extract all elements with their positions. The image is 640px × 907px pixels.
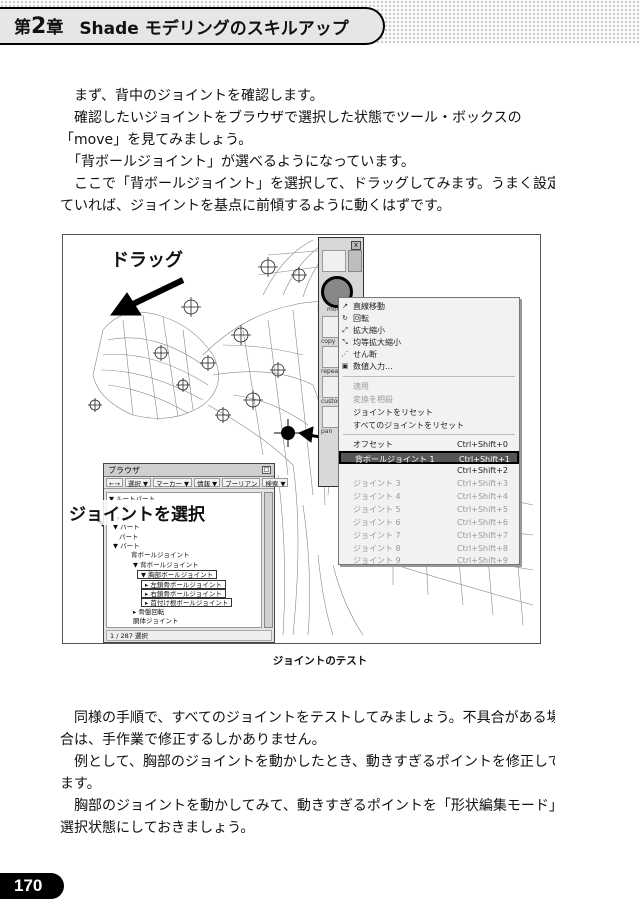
tree-row[interactable]: ▼ 胸部ボールジョイント (137, 570, 218, 580)
text-line: 「背ボールジョイント」が選べるようになっています。 (67, 154, 415, 170)
browser-toolbar: ←→ 選択 ▼ マーカー ▼ 情報 ▼ ブーリアン 検索 ▼ (104, 477, 289, 489)
nav-arrows-button[interactable]: ←→ (106, 478, 123, 488)
text-line: 合は、手作業で修正するしかありません。 (60, 732, 326, 748)
menu-item-joint-2[interactable]: Ctrl+Shift+2 (457, 466, 508, 475)
boolean-button[interactable]: ブーリアン (222, 478, 261, 488)
text-line: 「move」を見てみましょう。 (60, 132, 253, 148)
tree-row[interactable]: 背ボールジョイント (131, 551, 190, 560)
numeric-input-icon: ▣ (341, 362, 349, 370)
menu-item-cancel-transform[interactable]: 変換を相殺 (353, 395, 393, 404)
tree-row[interactable]: 胴体ジョイント (133, 617, 179, 626)
outro-paragraph-1: 同様の手順で、すべてのジョイントをテストしてみましょう。不具合がある場 合は、手… (60, 707, 555, 751)
menu-separator (343, 376, 515, 377)
browser-status: 1 / 287 選択 (106, 630, 272, 641)
custom-label: custom (321, 398, 344, 405)
menu-separator (343, 434, 515, 435)
tool-side (348, 250, 362, 272)
select-menu-button[interactable]: 選択 ▼ (124, 478, 151, 488)
select-joint-callout: ジョイントを選択 (67, 500, 207, 525)
figure-caption: ジョイントのテスト (272, 655, 368, 667)
tool-cell[interactable] (322, 250, 346, 272)
uniform-scale-icon: ⤡ (342, 338, 348, 346)
tree-row[interactable]: ▼ パート (113, 542, 140, 550)
menu-item-translate[interactable]: ↗直線移動 (342, 302, 385, 311)
browser-title: ブラウザ (108, 466, 140, 475)
text-line: ていれば、ジョイントを基点に前傾するように動くはずです。 (60, 198, 451, 214)
text-line: まず、背中のジョイントを確認します。 (74, 88, 324, 104)
move-context-menu[interactable]: ↗直線移動 ↻回転 ⤢拡大縮小 ⤡均等拡大縮小 ⋰せん断 ▣数値入力... 適用… (338, 297, 520, 565)
translate-icon: ↗ (342, 302, 348, 310)
tree-row[interactable]: ▸ 左鎖骨ボールジョイント (141, 579, 226, 589)
move-label: move (327, 306, 344, 313)
browser-window[interactable]: ブラウザ □ ←→ 選択 ▼ マーカー ▼ 情報 ▼ ブーリアン 検索 ▼ ▼ … (103, 463, 289, 643)
tree-row[interactable]: ▼ パート (113, 523, 140, 532)
marker-menu-button[interactable]: マーカー ▼ (152, 478, 193, 488)
shear-icon: ⋰ (341, 350, 349, 358)
intro-paragraph-1: まず、背中のジョイントを確認します。 (60, 85, 555, 107)
text-line: ます。 (60, 776, 101, 792)
menu-item-apply[interactable]: 適用 (353, 382, 369, 391)
intro-paragraph-3: 「背ボールジョイント」が選べるようになっています。 (60, 151, 555, 173)
menu-item-reset-all-joints[interactable]: すべてのジョイントをリセット (353, 421, 465, 430)
menu-item-numeric-input[interactable]: ▣数値入力... (341, 362, 393, 371)
menu-item-uniform-scale[interactable]: ⤡均等拡大縮小 (342, 338, 401, 347)
copy-label: copy (321, 338, 336, 345)
tree-row[interactable]: ▸ 骨盤回転 (133, 607, 165, 616)
chapter-title: Shade モデリングのスキルアップ (79, 18, 349, 39)
outro-paragraph-3: 胸部のジョイントを動かしてみて、動きすぎるポイントを「形状編集モード」で 選択状… (60, 795, 555, 839)
info-menu-button[interactable]: 情報 ▼ (194, 478, 221, 488)
close-icon[interactable]: x (351, 241, 361, 250)
tree-row[interactable]: ▼ ルートパート (109, 495, 156, 503)
text-line: 例として、胸部のジョイントを動かしたとき、動きすぎるポイントを修正してみ (74, 754, 555, 770)
tree-row[interactable]: パート (119, 532, 139, 541)
chapter-label: 第2章 (14, 14, 64, 39)
chapter-header: 第2章 Shade モデリングのスキルアップ (0, 7, 385, 45)
scale-icon: ⤢ (342, 326, 348, 334)
text-line: 確認したいジョイントをブラウザで選択した状態でツール・ボックスの (74, 110, 522, 126)
tree-row[interactable]: ▸ 首付け根ボールジョイント (141, 598, 233, 608)
repeat-label: repeat (321, 368, 341, 375)
rotate-icon: ↻ (342, 314, 348, 322)
drag-callout: ドラッグ (111, 250, 183, 271)
text-line: 選択状態にしておきましょう。 (60, 820, 255, 836)
search-menu-button[interactable]: 検索 ▼ (262, 478, 289, 488)
screenshot-figure: ドラッグ x move copy repeat custom pan ↗直線移動… (62, 234, 541, 644)
page-number: 170 (0, 873, 64, 899)
menu-item-reset-joint[interactable]: ジョイントをリセット (353, 408, 433, 417)
menu-item-rotate[interactable]: ↻回転 (342, 314, 369, 323)
menu-item-scale[interactable]: ⤢拡大縮小 (342, 326, 385, 335)
close-icon[interactable]: □ (262, 466, 271, 474)
text-line: ここで「背ボールジョイント」を選択して、ドラッグしてみます。うまく設定でき (74, 176, 555, 192)
intro-paragraph-2: 確認したいジョイントをブラウザで選択した状態でツール・ボックスの 「move」を… (60, 107, 555, 151)
pan-label: pan (321, 428, 333, 435)
tree-row[interactable]: ▸ 右鎖骨ボールジョイント (141, 589, 226, 598)
intro-paragraph-4: ここで「背ボールジョイント」を選択して、ドラッグしてみます。うまく設定でき てい… (60, 173, 555, 217)
browser-titlebar[interactable]: ブラウザ □ (104, 464, 274, 477)
tree-row[interactable]: ▼ 背ボールジョイント (133, 560, 199, 569)
menu-item-shear[interactable]: ⋰せん断 (341, 350, 378, 359)
browser-scrollbar[interactable] (264, 492, 273, 628)
outro-paragraph-2: 例として、胸部のジョイントを動かしたとき、動きすぎるポイントを修正してみ ます。 (60, 751, 555, 795)
text-line: 同様の手順で、すべてのジョイントをテストしてみましょう。不具合がある場 (74, 710, 555, 726)
text-line: 胸部のジョイントを動かしてみて、動きすぎるポイントを「形状編集モード」で (74, 798, 555, 814)
